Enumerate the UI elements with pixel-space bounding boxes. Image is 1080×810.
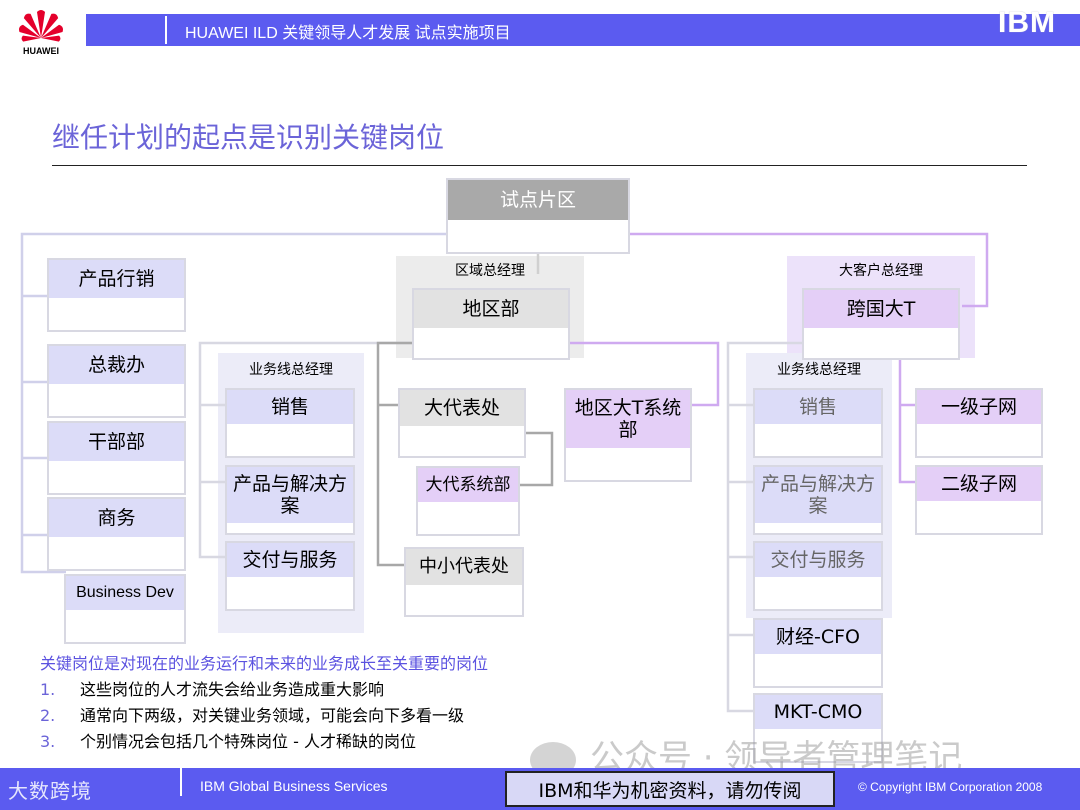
footer-source-mark: 大数跨境	[8, 779, 92, 803]
ka-line-products-solutions: 产品与解决方案	[753, 465, 883, 535]
office-label: 大代表处	[400, 390, 524, 426]
note-item: 1. 这些岗位的人才流失会给业务造成重大影响	[40, 676, 384, 700]
note-item: 2. 通常向下两级，对关键业务领域，可能会向下多看一级	[40, 702, 464, 726]
notes-heading: 关键岗位是对现在的业务运行和未来的业务成长至关重要的岗位	[40, 654, 489, 673]
pilot-region-label: 试点片区	[448, 180, 628, 220]
regional-key-account-box: 地区大T系统部	[564, 388, 692, 482]
key-account-manager-label: 大客户总经理	[839, 263, 923, 279]
copyright-text: © Copyright IBM Corporation 2008	[858, 780, 1043, 794]
business-line-label: 产品与解决方案	[227, 467, 353, 523]
ibm-logo: IBM	[998, 6, 1056, 39]
business-line-label: 销售	[227, 390, 353, 424]
left-unit-cadre-dept: 干部部	[47, 421, 186, 495]
business-line-label: 销售	[755, 390, 881, 424]
left-unit-product-marketing: 产品行销	[47, 258, 186, 332]
key-account-business-line-label: 业务线总经理	[777, 362, 861, 378]
left-unit-label: 商务	[49, 499, 184, 537]
huawei-logo-text: HUAWEI	[23, 46, 59, 56]
slide-title: 继任计划的起点是识别关键岗位	[52, 121, 445, 154]
regional-manager-label: 区域总经理	[455, 263, 525, 279]
regional-dept-box: 地区部	[412, 288, 570, 360]
regional-line-products-solutions: 产品与解决方案	[225, 465, 355, 535]
function-label: MKT-CMO	[755, 695, 881, 729]
office-label: 大代系统部	[418, 468, 518, 502]
left-unit-label: 产品行销	[49, 260, 184, 298]
multinational-key-account-label: 跨国大T	[804, 290, 958, 328]
note-text: 个别情况会包括几个特殊岗位 - 人才稀缺的岗位	[80, 732, 416, 751]
subnet-label: 一级子网	[917, 390, 1041, 424]
level1-subnet-box: 一级子网	[915, 388, 1043, 458]
note-text: 这些岗位的人才流失会给业务造成重大影响	[80, 680, 385, 699]
function-label: 财经-CFO	[755, 620, 881, 654]
huawei-logo-icon	[19, 10, 63, 42]
left-unit-business-dev: Business Dev	[64, 574, 186, 644]
major-rep-office-box: 大代表处	[398, 388, 526, 458]
header-band	[86, 14, 1080, 46]
regional-line-delivery-service: 交付与服务	[225, 541, 355, 611]
ka-cfo-box: 财经-CFO	[753, 618, 883, 688]
note-number: 2.	[40, 706, 56, 725]
business-line-label: 产品与解决方案	[755, 467, 881, 523]
office-label: 中小代表处	[406, 549, 522, 585]
header-title: HUAWEI ILD 关键领导人才发展 试点实施项目	[185, 25, 511, 42]
business-line-label: 交付与服务	[755, 543, 881, 577]
note-number: 3.	[40, 732, 56, 751]
note-item: 3. 个别情况会包括几个特殊岗位 - 人才稀缺的岗位	[40, 728, 416, 752]
footer-company: IBM Global Business Services	[200, 778, 388, 794]
confidential-notice: IBM和华为机密资料，请勿传阅	[505, 771, 835, 807]
left-unit-commerce: 商务	[47, 497, 186, 571]
regional-business-line-label: 业务线总经理	[249, 362, 333, 378]
left-unit-label: 干部部	[49, 423, 184, 461]
note-number: 1.	[40, 680, 56, 699]
subnet-label: 二级子网	[917, 467, 1041, 501]
left-unit-label: 总裁办	[49, 346, 184, 384]
note-text: 通常向下两级，对关键业务领域，可能会向下多看一级	[80, 706, 465, 725]
regional-dept-label: 地区部	[414, 290, 568, 328]
multinational-key-account-box: 跨国大T	[802, 288, 960, 360]
title-rule	[52, 165, 1027, 166]
business-line-label: 交付与服务	[227, 543, 353, 577]
small-rep-office-box: 中小代表处	[404, 547, 524, 617]
pilot-region-box: 试点片区	[446, 178, 630, 254]
ka-line-sales: 销售	[753, 388, 883, 458]
regional-line-sales: 销售	[225, 388, 355, 458]
ka-line-delivery-service: 交付与服务	[753, 541, 883, 611]
major-rep-system-dept-box: 大代系统部	[416, 466, 520, 536]
regional-key-account-label: 地区大T系统部	[566, 390, 690, 448]
left-unit-label: Business Dev	[66, 576, 184, 610]
header-divider	[165, 16, 167, 44]
ka-cmo-box: MKT-CMO	[753, 693, 883, 763]
level2-subnet-box: 二级子网	[915, 465, 1043, 535]
left-unit-president-office: 总裁办	[47, 344, 186, 418]
footer-divider	[180, 768, 182, 796]
